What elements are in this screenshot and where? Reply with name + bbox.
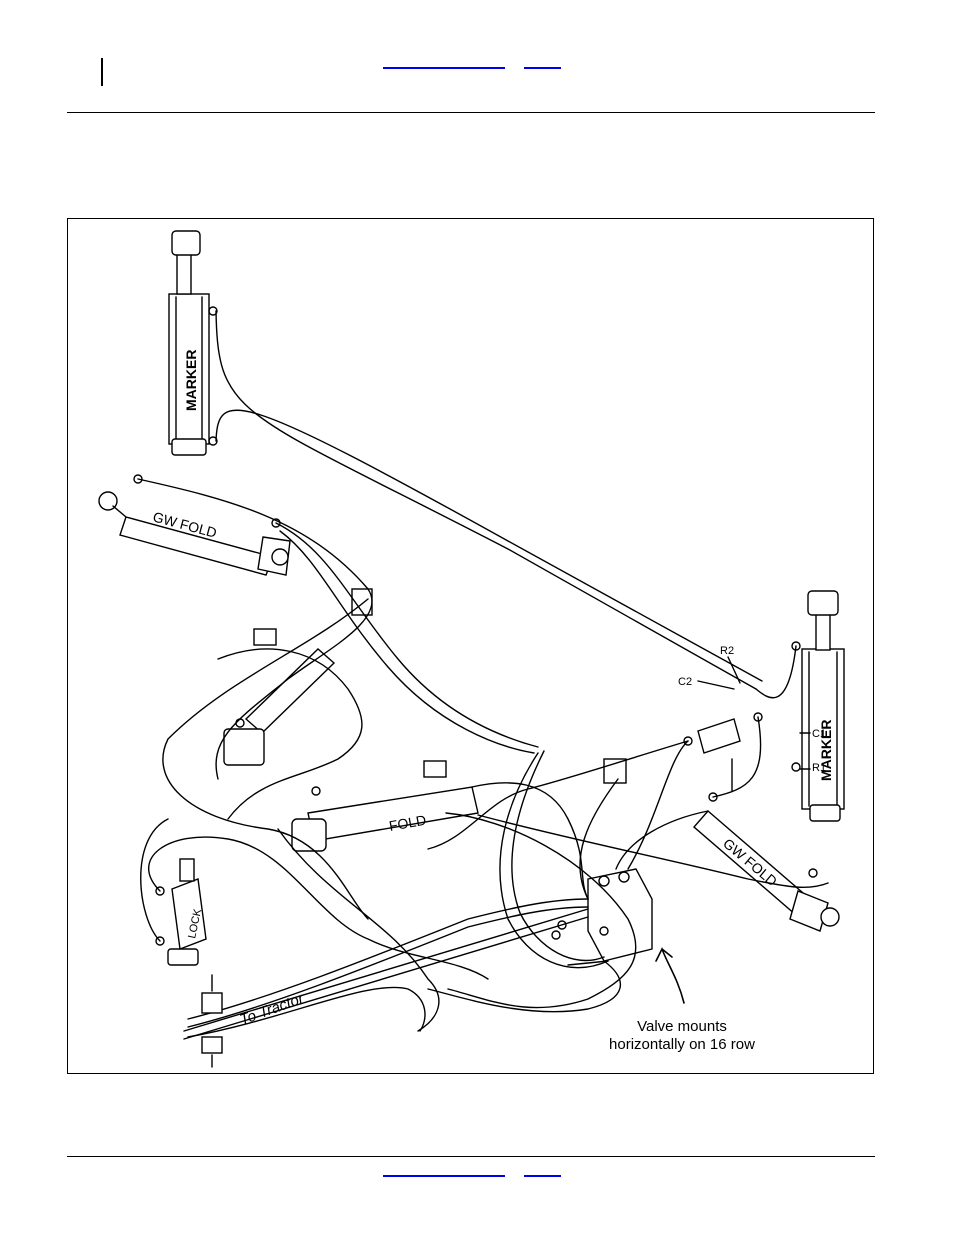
marker-hoses [216, 311, 796, 698]
header-link-secondary[interactable] [524, 67, 561, 69]
marker-cylinder-left [169, 231, 217, 455]
valve-note-line1: Valve mounts [637, 1018, 727, 1035]
marker-cylinder-right [792, 591, 844, 821]
valve-note-line2: horizontally on 16 row [609, 1036, 755, 1053]
port-c2-label: C2 [678, 676, 692, 688]
hydraulic-diagram-figure: MARKER MARKER GW FOLD GW FOLD FOLD LOCK … [67, 218, 874, 1074]
change-bar [101, 58, 103, 86]
hydraulic-diagram: MARKER MARKER GW FOLD GW FOLD FOLD LOCK … [68, 219, 875, 1075]
valve-block [552, 869, 652, 965]
port-r2-label: R2 [720, 645, 734, 657]
footer-link-primary[interactable] [383, 1175, 505, 1177]
gw-fold-right-label: GW FOLD [720, 835, 780, 889]
port-r1-label: R1 [812, 762, 826, 774]
marker-left-label: MARKER [183, 350, 199, 411]
port-leaders [698, 657, 810, 769]
to-tractor-label: To Tractor [238, 990, 307, 1029]
footer-link-secondary[interactable] [524, 1175, 561, 1177]
footer-rule [67, 1156, 875, 1157]
header-link-primary[interactable] [383, 67, 505, 69]
fold-cylinder-center [292, 761, 478, 851]
hinge-bracket-middle [604, 759, 626, 783]
port-c1-label: C1 [812, 728, 826, 740]
valve-note-arrow [656, 949, 684, 1003]
header-rule [67, 112, 875, 113]
